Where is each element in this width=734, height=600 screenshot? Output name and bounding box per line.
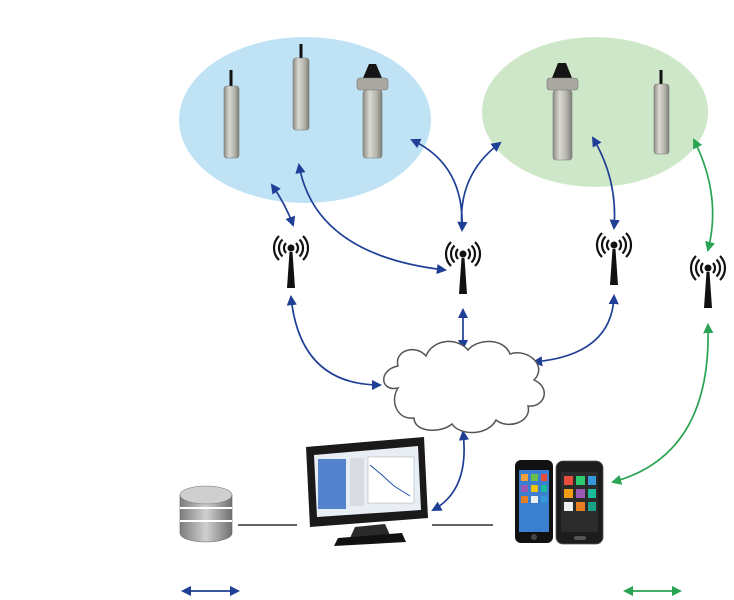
- link-sensor4-tower2: [460, 141, 502, 231]
- radio-towers: [272, 232, 727, 308]
- link-tower4-phones: [611, 322, 714, 485]
- connection-links: [270, 136, 715, 511]
- cloud-icon: [383, 340, 545, 434]
- database-icon: [179, 485, 233, 543]
- radio-tower-icon: [272, 235, 310, 288]
- sensor-group-b: [482, 37, 708, 187]
- cylindrical-sensor-icon: [292, 44, 310, 131]
- radio-tower-icon: [689, 255, 727, 308]
- link-sensor2-tower2: [295, 162, 448, 275]
- radio-tower-icon: [444, 241, 482, 294]
- capped-sensor-icon: [356, 64, 389, 159]
- smartphone-icon: [555, 460, 604, 545]
- link-tower1-cloud: [286, 294, 383, 391]
- link-cloud-computer: [431, 429, 470, 511]
- link-sensor5-tower4: [693, 138, 715, 252]
- link-sensor4-tower3: [591, 136, 620, 231]
- radio-tower-icon: [595, 232, 633, 285]
- link-tower3-cloud: [531, 293, 619, 367]
- smartphone-icon: [515, 460, 553, 543]
- cylindrical-sensor-icon: [223, 70, 240, 159]
- cylindrical-sensor-icon: [653, 70, 670, 155]
- capped-sensor-icon: [546, 63, 579, 161]
- link-sensor1-tower1: [270, 183, 296, 227]
- monitor-icon: [306, 437, 428, 546]
